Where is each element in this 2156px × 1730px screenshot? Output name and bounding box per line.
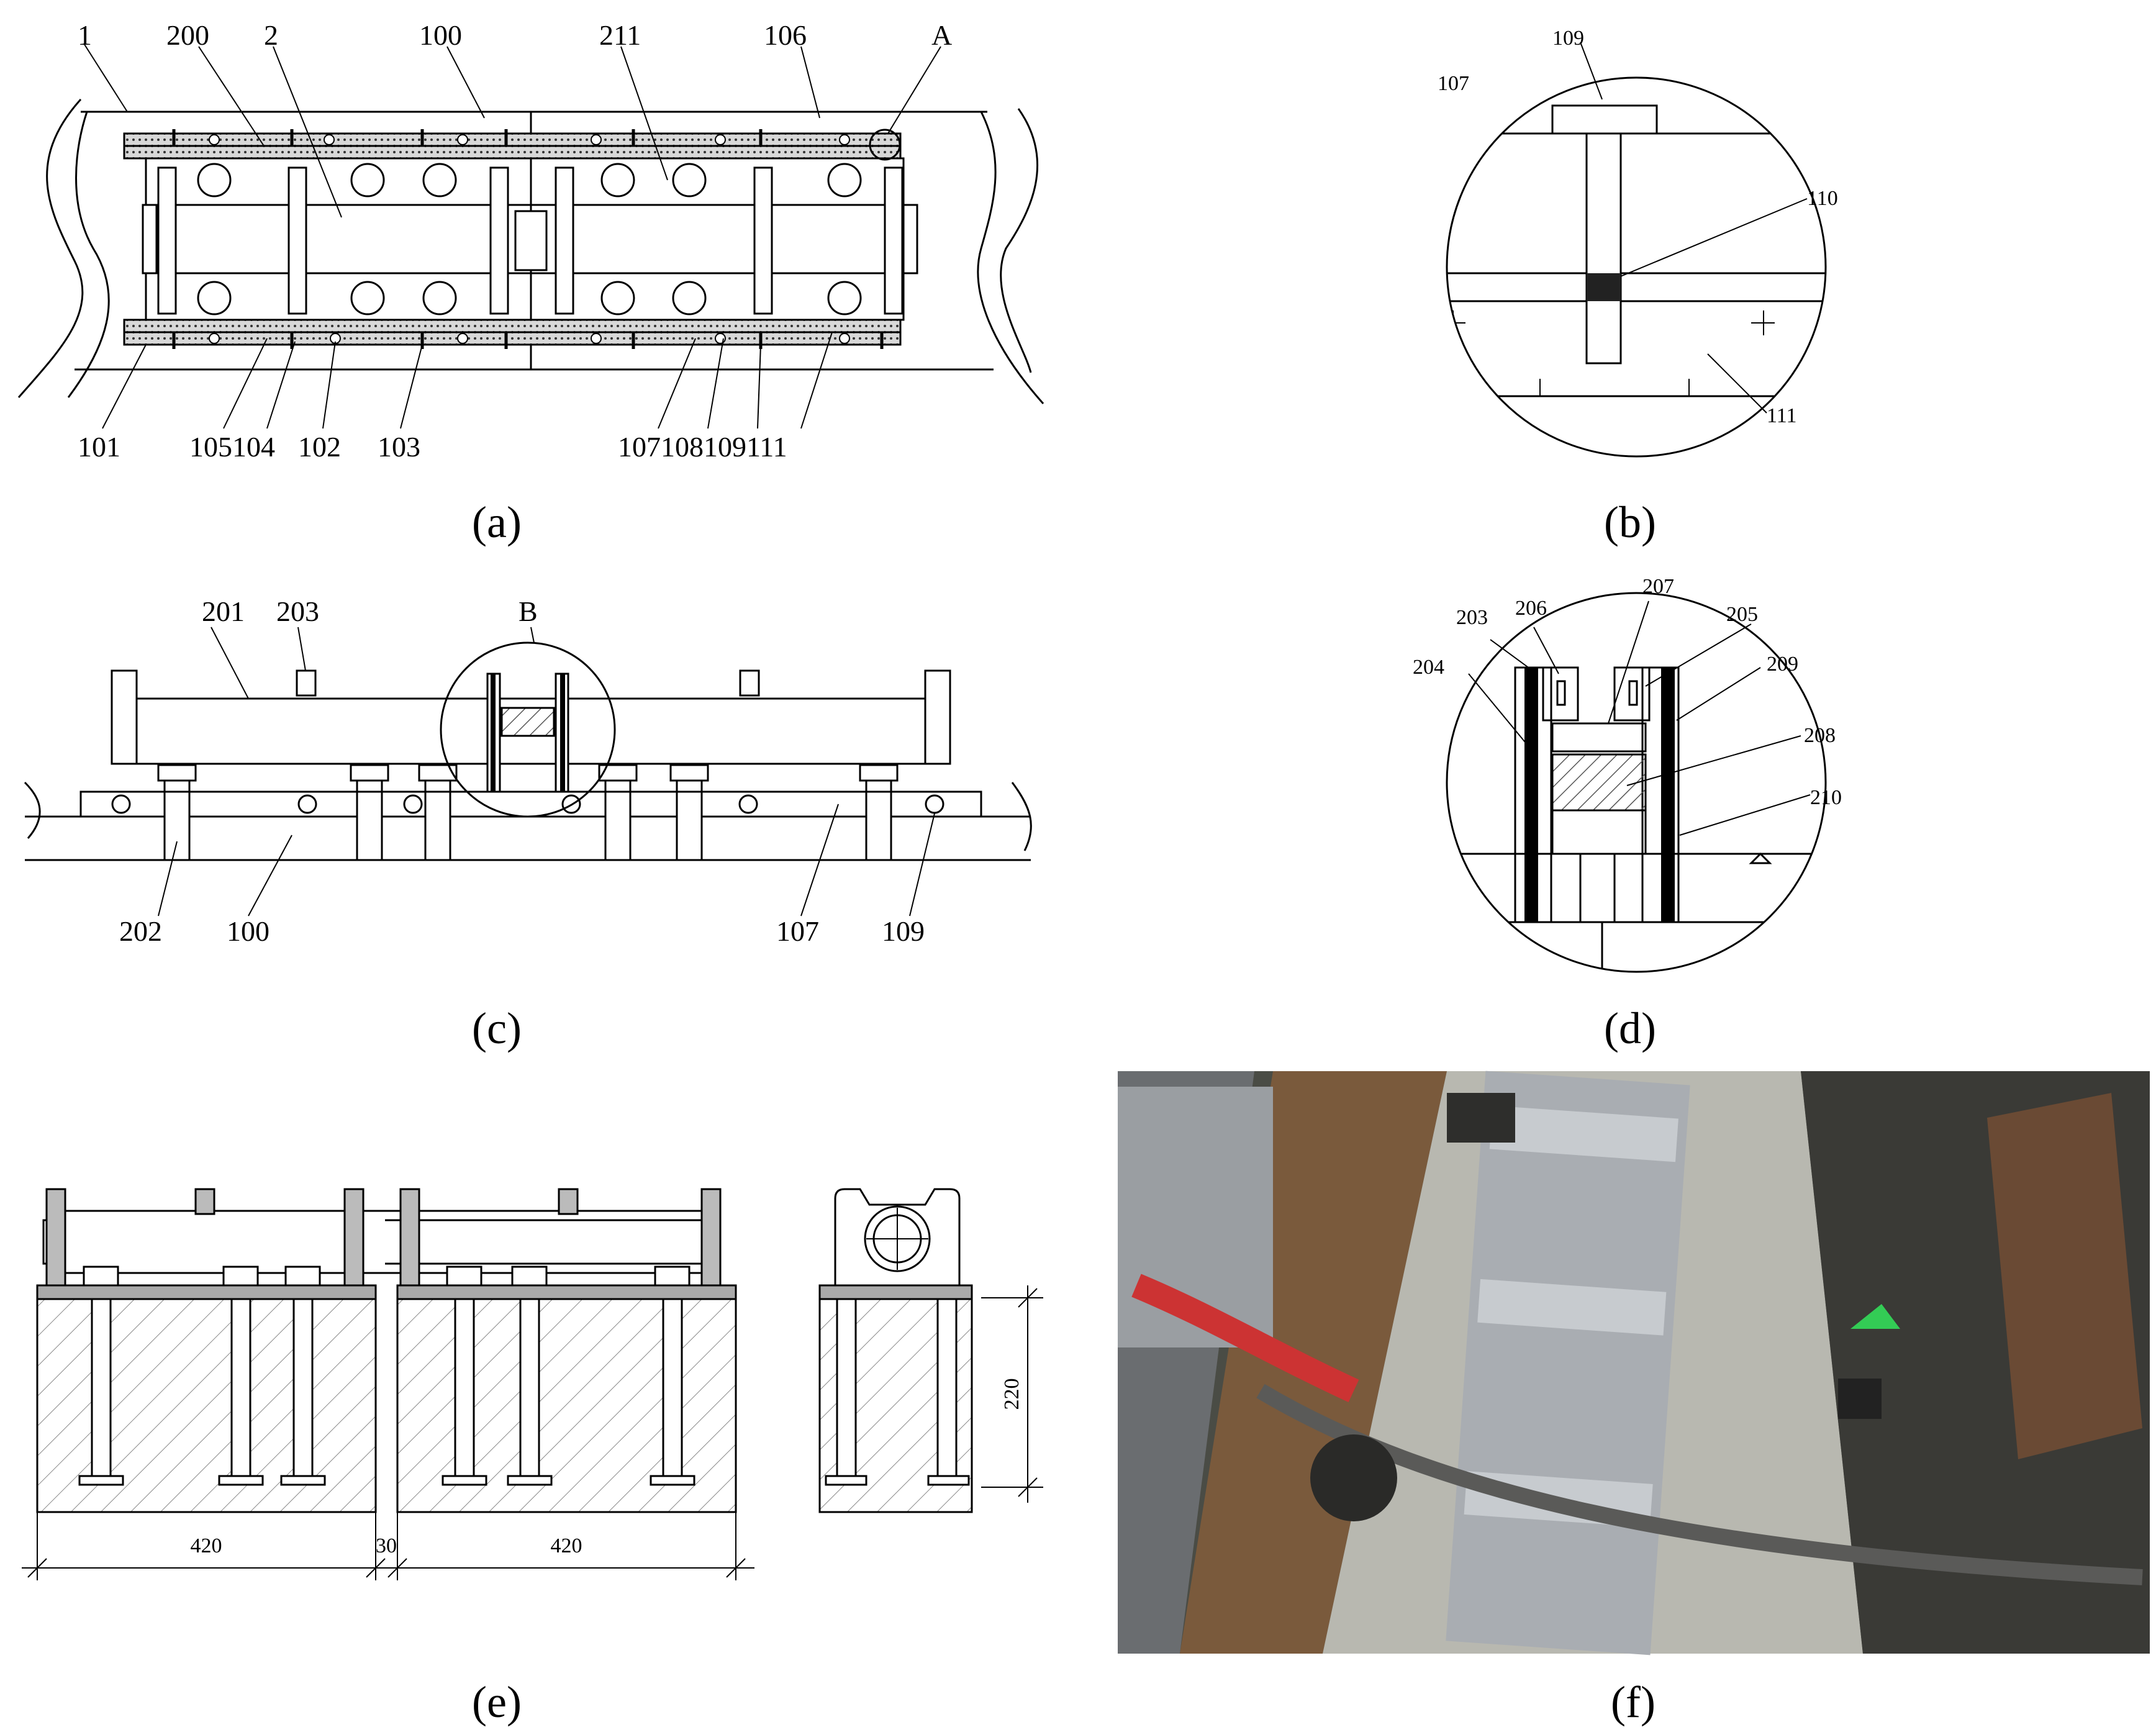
label-a-102: 102 (298, 431, 341, 463)
label-c-B: B (519, 596, 538, 627)
label-a-2: 2 (264, 19, 278, 51)
label-c-109: 109 (882, 915, 925, 947)
label-d-203: 203 (1456, 606, 1488, 629)
label-d-207: 207 (1642, 575, 1674, 598)
label-b-107: 107 (1438, 72, 1469, 95)
caption-c: (c) (472, 1003, 522, 1053)
label-d-204: 204 (1413, 656, 1444, 679)
label-a-211: 211 (599, 19, 641, 51)
label-b-109: 109 (1552, 27, 1584, 50)
label-d-208: 208 (1804, 724, 1836, 747)
panel-d-detail-b: 207 206 205 203 209 204 208 210 (d) (1413, 575, 1842, 1053)
caption-d: (d) (1604, 1003, 1656, 1053)
caption-b: (b) (1604, 497, 1656, 547)
panel-b-detail-a: 109 107 110 111 (b) (1438, 27, 1838, 547)
dimension-220: 220 (1000, 1379, 1023, 1410)
panel-a-plan-view: 1 200 2 100 211 106 A 101 105104 102 103… (17, 19, 1044, 547)
panel-f-photo (1118, 1071, 2150, 1655)
dimension-420-right: 420 (551, 1534, 582, 1557)
panel-c-side-view: 201 203 B 202 100 107 109 (c) (24, 596, 1032, 1053)
caption-f: (f) (1611, 1677, 1656, 1727)
label-a-200: 200 (166, 19, 209, 51)
label-a-106: 106 (764, 19, 807, 51)
label-a-A: A (931, 19, 952, 51)
label-d-205: 205 (1726, 603, 1758, 626)
label-a-100: 100 (419, 19, 462, 51)
label-a-103: 103 (378, 431, 420, 463)
label-c-202: 202 (119, 915, 162, 947)
panel-e-installation-drawing: 420 30 420 220 (e) (22, 1188, 1043, 1727)
label-a-107108109111: 107108109111 (618, 431, 787, 463)
label-b-111: 111 (1767, 404, 1796, 427)
label-c-100: 100 (227, 915, 270, 947)
label-d-210: 210 (1810, 786, 1842, 809)
label-c-107: 107 (776, 915, 819, 947)
label-a-1: 1 (78, 19, 92, 51)
label-c-201: 201 (202, 596, 245, 627)
caption-e: (e) (472, 1677, 522, 1727)
caption-a: (a) (472, 497, 522, 547)
dimension-420-left: 420 (191, 1534, 222, 1557)
label-d-206: 206 (1515, 597, 1547, 620)
label-d-209: 209 (1767, 653, 1798, 676)
label-b-110: 110 (1807, 187, 1838, 210)
label-a-101: 101 (78, 431, 120, 463)
dimension-30: 30 (376, 1534, 397, 1557)
label-c-203: 203 (276, 596, 319, 627)
label-a-105104: 105104 (189, 431, 275, 463)
